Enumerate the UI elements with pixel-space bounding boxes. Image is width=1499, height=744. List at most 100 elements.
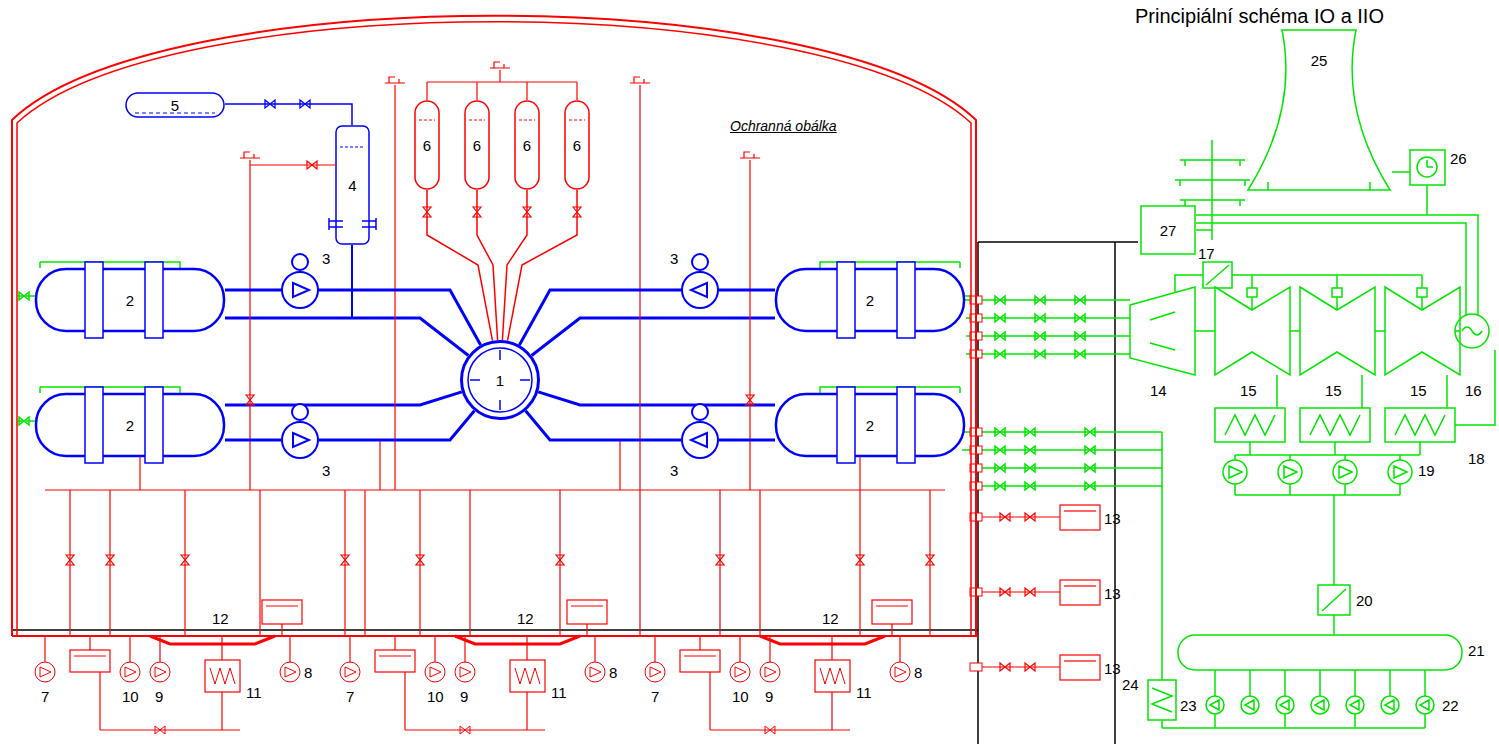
steam-generator: 2 [35,268,225,332]
spray-tank-line [1025,513,1035,521]
main-coolant-pump [682,272,718,308]
accumulator-tank: 6 [464,100,490,190]
accumulator-tank-text: 6 [523,137,531,154]
main-coolant-pump [692,404,708,420]
callout-number: 13 [1104,585,1121,602]
primary-loop-pipe [300,100,310,108]
turbine-set [1150,312,1175,350]
secondary-pipe [18,262,1162,680]
auxiliary-pipe [740,152,760,158]
steam-generator-outline [85,262,103,338]
auxiliary-pipe [746,395,754,405]
auxiliary-pipe [240,152,260,158]
main-coolant-pump [691,283,707,297]
secondary-pipe [19,417,29,425]
callout-number: 23 [1180,697,1197,714]
cooling-tower-outline [1268,182,1370,190]
condenser-train [1385,408,1455,442]
auxiliary-pipe [70,457,930,636]
emergency-system-group [645,600,912,734]
reactor-vessel-outline [470,350,530,410]
callout-number: 9 [765,688,773,705]
steam-generator-outline [897,387,915,463]
containment-outline: Ochranná obálka56666422122 [8,8,984,648]
secondary-pipe [1025,464,1035,472]
auxiliary-pipe [716,555,724,565]
main-coolant-pump [293,433,309,447]
auxiliary-pipe [181,555,189,565]
condenser-train [1235,455,1400,460]
steam-generator-outline [837,262,855,338]
condenser-train [1162,714,1425,728]
main-coolant-pump [292,404,308,420]
transformer-box-text: 27 [1160,222,1177,239]
steam-generator: 2 [35,393,225,457]
auxiliary-pipe [926,555,934,565]
auxiliary-pipe [556,555,564,565]
spray-tank-line [1064,660,1096,661]
callout-number: 11 [551,684,567,701]
turbine-set [1332,288,1342,297]
accumulator-tank-outline [415,101,439,189]
emergency-system-group [12,600,978,734]
grid-connection [1427,160,1433,167]
secondary-pipe [995,446,1005,454]
auxiliary-pipe [66,555,74,565]
callout-number: 8 [914,664,922,681]
secondary-pipe [995,482,1005,490]
callout-number: 26 [1450,150,1467,167]
auxiliary-pipe [45,62,945,636]
pipe-connector [225,392,462,405]
main-coolant-pump [682,422,718,458]
secondary-pipe [1075,350,1085,358]
reactor-vessel: 1 [460,340,540,420]
steam-generator-outline [85,387,103,463]
callout-number: 13 [1104,660,1121,677]
callout-number: 13 [1104,510,1121,527]
accumulator-tank-text: 6 [573,137,581,154]
secondary-pipe [1085,446,1095,454]
turbine-set [1455,314,1489,348]
secondary-pipe [995,464,1005,472]
secondary-pipe [1035,350,1045,358]
callout-number: 12 [212,610,229,627]
callout-number: 22 [1442,697,1459,714]
condenser-train [1215,408,1285,442]
steam-generator-outline [36,394,224,456]
transformer-box-outline [1141,206,1195,254]
pipe-connector [225,104,352,125]
auxiliary-pipe [630,77,650,83]
auxiliary-pipe [250,164,335,165]
accumulator-tank-outline [465,101,489,189]
secondary-pipe [1035,332,1045,340]
auxiliary-pipe [856,555,864,565]
steam-generator-outline [837,387,855,463]
auxiliary-pipe [45,489,945,490]
callout-number: 16 [1465,382,1482,399]
callout-number: 8 [304,664,312,681]
spray-tank-line [1064,585,1096,586]
secondary-pipe [995,296,1005,304]
pressurizer-text: 4 [348,177,356,194]
turbine-set [1195,330,1460,332]
cooling-tower: 25 [1248,30,1390,190]
pipe-connector [477,190,498,340]
callout-number: 10 [732,688,749,705]
pipe-connector [538,392,775,405]
accumulator-tank-outline [565,101,589,189]
reactor-vessel-outline [468,348,532,412]
steam-generator-outline [897,262,915,338]
callout-number: 21 [1468,642,1485,659]
steam-generator-text: 2 [126,417,134,434]
accumulator-tank: 6 [514,100,540,190]
primary-loop-pipe [265,100,275,108]
steam-generator: 2 [775,393,965,457]
auxiliary-pipe [423,207,431,217]
callout-number: 3 [322,462,330,479]
callout-number: 15 [1410,382,1427,399]
steam-generator-outline [776,269,964,331]
spray-tank-line [976,517,1060,667]
containment-outline-outline [12,16,976,636]
turbine-set [1417,288,1427,297]
